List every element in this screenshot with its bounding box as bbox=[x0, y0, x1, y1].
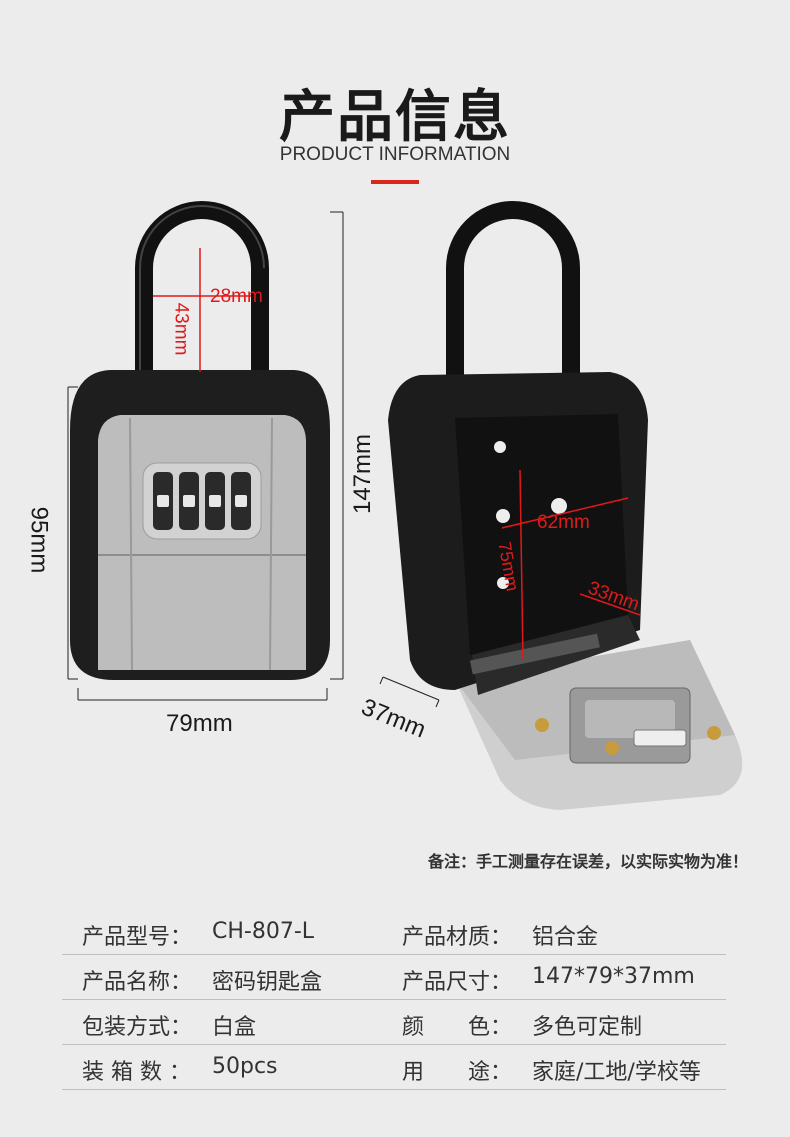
shackle-width-label: 28mm bbox=[210, 286, 263, 307]
title-accent-bar bbox=[371, 180, 419, 184]
body-height-label: 95mm bbox=[25, 506, 53, 574]
spec-value: 147*79*37mm bbox=[532, 964, 695, 989]
front-lock-image bbox=[67, 201, 344, 701]
spec-row: 包装方式： 白盒 颜 色： 多色可定制 bbox=[62, 1000, 726, 1045]
page-title: 产品信息 bbox=[279, 85, 511, 150]
spec-key: 产品名称： bbox=[82, 970, 193, 995]
spec-key: 产品型号： bbox=[82, 925, 193, 950]
spec-key: 包装方式： bbox=[82, 1015, 193, 1040]
spec-value: 铝合金 bbox=[532, 925, 599, 950]
total-height-label: 147mm bbox=[349, 433, 377, 515]
spec-row: 产品名称： 密码钥匙盒 产品尺寸： 147*79*37mm bbox=[62, 955, 726, 1000]
body-width-label: 79mm bbox=[166, 710, 233, 737]
open-lock-image bbox=[379, 201, 743, 810]
spec-value: 白盒 bbox=[212, 1015, 257, 1040]
spec-key: 颜 色： bbox=[402, 1015, 513, 1040]
measurement-note: 备注：手工测量存在误差，以实际实物为准！ bbox=[427, 852, 748, 871]
spec-row: 产品型号： CH-807-L 产品材质： 铝合金 bbox=[62, 910, 726, 955]
spec-value: 多色可定制 bbox=[532, 1015, 643, 1040]
page-subtitle: PRODUCT INFORMATION bbox=[279, 144, 511, 165]
spec-value: 50pcs bbox=[212, 1054, 278, 1079]
spec-table: 产品型号： CH-807-L 产品材质： 铝合金 产品名称： 密码钥匙盒 产品尺… bbox=[62, 910, 726, 1090]
spec-key: 产品尺寸： bbox=[402, 970, 513, 995]
shackle-height-label: 43mm bbox=[170, 302, 192, 356]
product-illustration bbox=[67, 201, 743, 810]
inner-width-label: 62mm bbox=[537, 512, 590, 533]
spec-value: 密码钥匙盒 bbox=[212, 970, 323, 995]
spec-value: 家庭/工地/学校等 bbox=[532, 1060, 701, 1085]
spec-key: 产品材质： bbox=[402, 925, 513, 950]
spec-value: CH-807-L bbox=[212, 919, 315, 944]
spec-key: 用 途： bbox=[402, 1060, 513, 1085]
spec-key: 装 箱 数 ： bbox=[82, 1060, 191, 1085]
spec-row: 装 箱 数 ： 50pcs 用 途： 家庭/工地/学校等 bbox=[62, 1045, 726, 1090]
